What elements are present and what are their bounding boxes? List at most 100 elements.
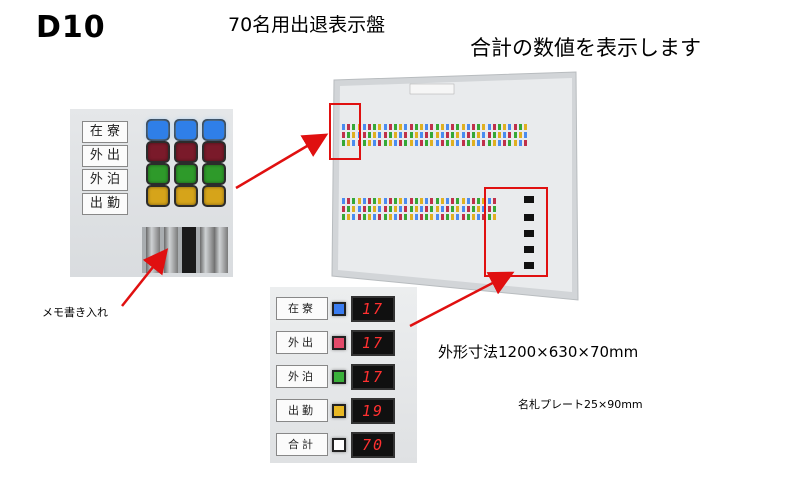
- board-indicator: [446, 132, 449, 138]
- board-indicator: [378, 198, 382, 204]
- board-indicator: [409, 140, 413, 146]
- count-row: 在寮 17: [270, 291, 417, 325]
- board-indicator: [446, 198, 449, 204]
- status-button: [148, 187, 168, 205]
- board-indicator: [487, 198, 491, 204]
- board-indicator: [440, 132, 444, 138]
- board-indicator: [435, 198, 439, 204]
- status-button: [176, 121, 196, 139]
- board-indicator: [368, 198, 371, 204]
- board-indicator: [409, 214, 413, 220]
- board-indicator: [388, 124, 392, 130]
- board-indicator: [461, 124, 465, 130]
- board-indicator: [383, 140, 387, 146]
- board-indicator: [357, 214, 361, 220]
- status-button: [148, 165, 168, 183]
- board-indicator: [368, 132, 371, 138]
- board-indicator: [524, 140, 527, 146]
- board-indicator: [451, 140, 455, 146]
- board-indicator: [394, 206, 397, 212]
- board-indicator: [383, 124, 387, 130]
- board-indicator: [388, 140, 392, 146]
- board-indicator: [487, 140, 491, 146]
- board-indicator: [414, 214, 418, 220]
- board-indicator: [383, 198, 387, 204]
- closeup-bottom-photo: 在寮 17 外出 17 外泊 17 出勤 19 合計 70: [270, 287, 417, 463]
- board-indicator: [435, 206, 439, 212]
- board-indicator: [482, 214, 486, 220]
- count-row-label: 出勤: [276, 399, 328, 422]
- board-indicator: [425, 124, 429, 130]
- board-indicator: [404, 132, 408, 138]
- board-indicator: [466, 198, 470, 204]
- board-indicator: [492, 140, 496, 146]
- board-indicator: [394, 132, 397, 138]
- board-indicator: [492, 214, 496, 220]
- board-indicator: [420, 132, 423, 138]
- count-display: 17: [351, 364, 395, 390]
- status-label: 外 泊: [82, 169, 128, 191]
- board-indicator: [414, 206, 418, 212]
- board-indicator: [368, 206, 371, 212]
- board-indicator: [347, 124, 351, 130]
- board-indicator: [513, 124, 517, 130]
- board-indicator: [456, 206, 460, 212]
- board-indicator: [430, 206, 434, 212]
- board-indicator: [373, 124, 377, 130]
- board-indicator: [482, 206, 486, 212]
- board-indicator: [409, 206, 413, 212]
- board-counter-display: [524, 196, 534, 203]
- board-indicator: [456, 124, 460, 130]
- board-indicator: [477, 214, 481, 220]
- board-indicator: [342, 132, 345, 138]
- board-indicator: [347, 214, 351, 220]
- nameplate-caption: 名札プレート25×90mm: [518, 398, 643, 411]
- board-indicator: [394, 124, 397, 130]
- board-indicator: [368, 214, 371, 220]
- board-indicator: [482, 132, 486, 138]
- board-indicator: [440, 214, 444, 220]
- dimensions-caption: 外形寸法1200×630×70mm: [438, 343, 639, 361]
- status-button: [176, 187, 196, 205]
- count-row: 合計 70: [270, 427, 417, 461]
- count-row-label: 在寮: [276, 297, 328, 320]
- status-button: [148, 143, 168, 161]
- board-indicator: [383, 214, 387, 220]
- count-display: 17: [351, 296, 395, 322]
- status-button: [204, 187, 224, 205]
- board-indicator: [409, 124, 413, 130]
- count-row: 出勤 19: [270, 393, 417, 427]
- board-indicator: [466, 124, 470, 130]
- board-indicator: [352, 140, 356, 146]
- board-indicator: [440, 206, 444, 212]
- board-indicator: [461, 198, 465, 204]
- board-indicator: [352, 132, 356, 138]
- count-row: 外泊 17: [270, 359, 417, 393]
- board-counter-display: [524, 214, 534, 221]
- board-indicator: [513, 132, 517, 138]
- board-indicator: [347, 206, 351, 212]
- board-indicator: [435, 214, 439, 220]
- board-indicator: [352, 198, 356, 204]
- board-indicator: [446, 206, 449, 212]
- board-indicator: [347, 132, 351, 138]
- board-indicator: [352, 124, 356, 130]
- board-indicator: [368, 140, 371, 146]
- count-display: 17: [351, 330, 395, 356]
- board-indicator: [466, 140, 470, 146]
- count-row-lamp: [332, 404, 346, 418]
- board-indicator: [378, 124, 382, 130]
- board-indicator: [456, 198, 460, 204]
- board-indicator: [425, 140, 429, 146]
- board-indicator: [352, 206, 356, 212]
- board-indicator: [373, 214, 377, 220]
- board-indicator: [456, 214, 460, 220]
- board-indicator: [378, 214, 382, 220]
- count-display: 19: [351, 398, 395, 424]
- board-indicator: [394, 140, 397, 146]
- board-indicator: [394, 198, 397, 204]
- board-indicator: [404, 198, 408, 204]
- board-indicator: [404, 206, 408, 212]
- board-indicator: [378, 206, 382, 212]
- board-indicator: [477, 132, 481, 138]
